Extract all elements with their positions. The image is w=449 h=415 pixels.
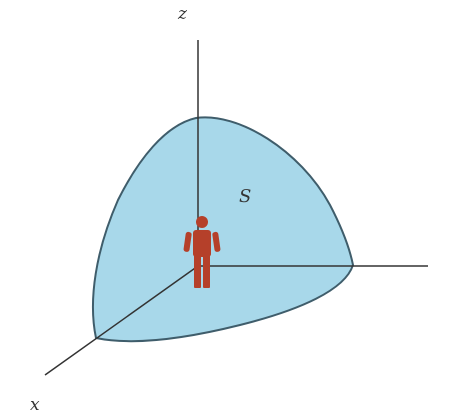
person-icon bbox=[183, 216, 221, 288]
surface-label: S bbox=[239, 186, 252, 207]
z-axis-label: z bbox=[178, 4, 187, 24]
x-axis-label: x bbox=[30, 395, 40, 415]
surface-s bbox=[91, 116, 355, 343]
x-axis bbox=[44, 265, 199, 376]
